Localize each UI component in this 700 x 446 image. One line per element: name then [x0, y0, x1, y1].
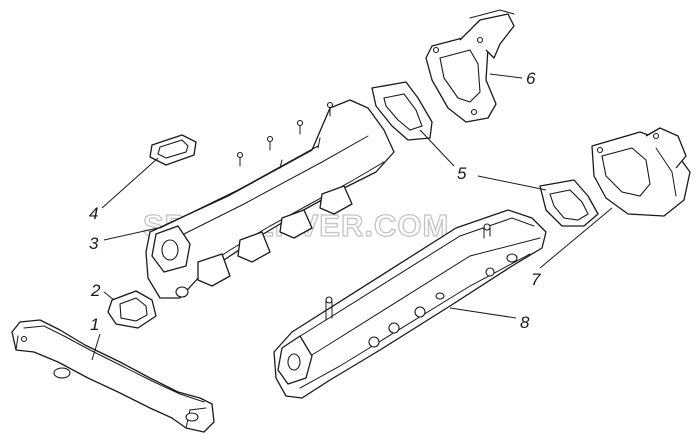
leader-1 [91, 333, 101, 361]
leader-5-lower [477, 175, 547, 191]
part-3-exhaust-manifold [145, 99, 395, 299]
part-5-gasket-upper [371, 81, 433, 141]
part-2-gasket [107, 290, 157, 329]
callout-5: 5 [457, 164, 467, 183]
callout-8: 8 [520, 313, 530, 332]
leader-7 [539, 207, 613, 269]
manifold-3-ports [197, 185, 353, 287]
part-7-elbow-pipe [591, 127, 691, 217]
callout-4: 4 [89, 204, 98, 223]
part-1-crossover-pipe [11, 319, 215, 433]
part-5-gasket-lower [539, 179, 599, 227]
callout-7: 7 [531, 270, 541, 289]
callout-1: 1 [90, 315, 99, 334]
part-8-exhaust-manifold [273, 209, 547, 399]
part-4-gasket [149, 134, 197, 166]
leader-4 [101, 157, 159, 209]
manifold-3-studs [236, 101, 334, 169]
callout-3: 3 [89, 234, 99, 253]
leader-6 [489, 73, 523, 79]
callout-labels: 1 2 3 4 5 6 7 8 [89, 69, 541, 334]
leader-5-upper [419, 129, 455, 167]
callout-2: 2 [90, 281, 101, 300]
part-6-elbow-pipe [425, 9, 515, 123]
leader-lines [91, 73, 613, 361]
callout-6: 6 [526, 69, 536, 88]
leader-2 [103, 291, 115, 301]
leader-8 [449, 307, 517, 319]
leader-3 [103, 227, 159, 241]
